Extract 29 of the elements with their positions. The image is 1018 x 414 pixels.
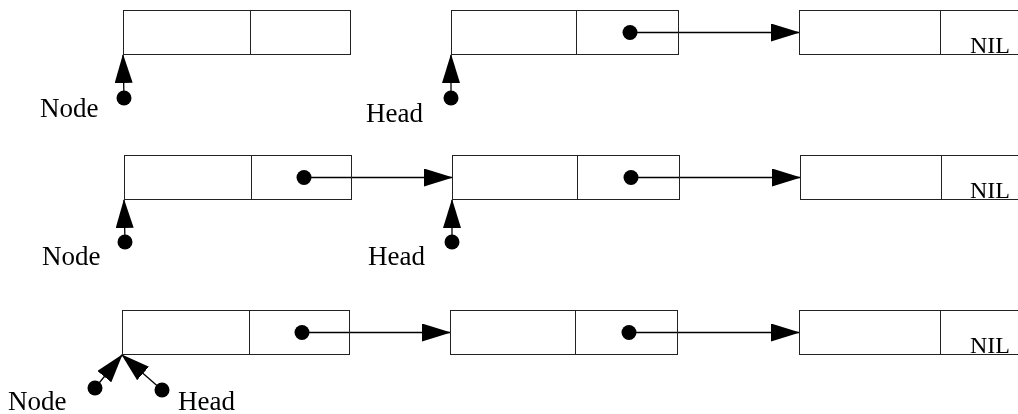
pointer-arrow	[623, 168, 801, 187]
pointer-label: Head	[366, 101, 423, 126]
list-node-box	[450, 310, 678, 355]
pointer-label: Node	[40, 96, 99, 121]
pointer-arrow	[115, 199, 134, 250]
list-node-box	[122, 310, 350, 355]
list-node-box	[800, 155, 1018, 200]
pointer-arrow	[121, 354, 170, 398]
pointer-arrow	[294, 323, 451, 342]
list-node-box	[452, 155, 680, 200]
pointer-label: Node	[42, 244, 101, 269]
pointer-arrow	[87, 354, 123, 396]
nil-text: NIL	[970, 178, 1010, 202]
list-node-box	[123, 10, 351, 55]
pointer-arrow	[621, 323, 800, 342]
pointer-label: Head	[178, 389, 235, 414]
pointer-arrow	[296, 168, 453, 187]
pointer-arrow	[114, 54, 133, 106]
pointer-label: Node	[8, 389, 67, 414]
nil-text: NIL	[970, 33, 1010, 57]
pointer-arrow	[622, 23, 800, 42]
list-node-box	[124, 155, 352, 200]
pointer-arrow	[442, 54, 460, 106]
list-node-box	[799, 310, 1018, 355]
list-node-box	[451, 10, 679, 55]
nil-text: NIL	[970, 333, 1010, 357]
pointer-label: Head	[368, 244, 425, 269]
list-node-box	[799, 10, 1018, 55]
pointer-arrow	[443, 199, 461, 250]
